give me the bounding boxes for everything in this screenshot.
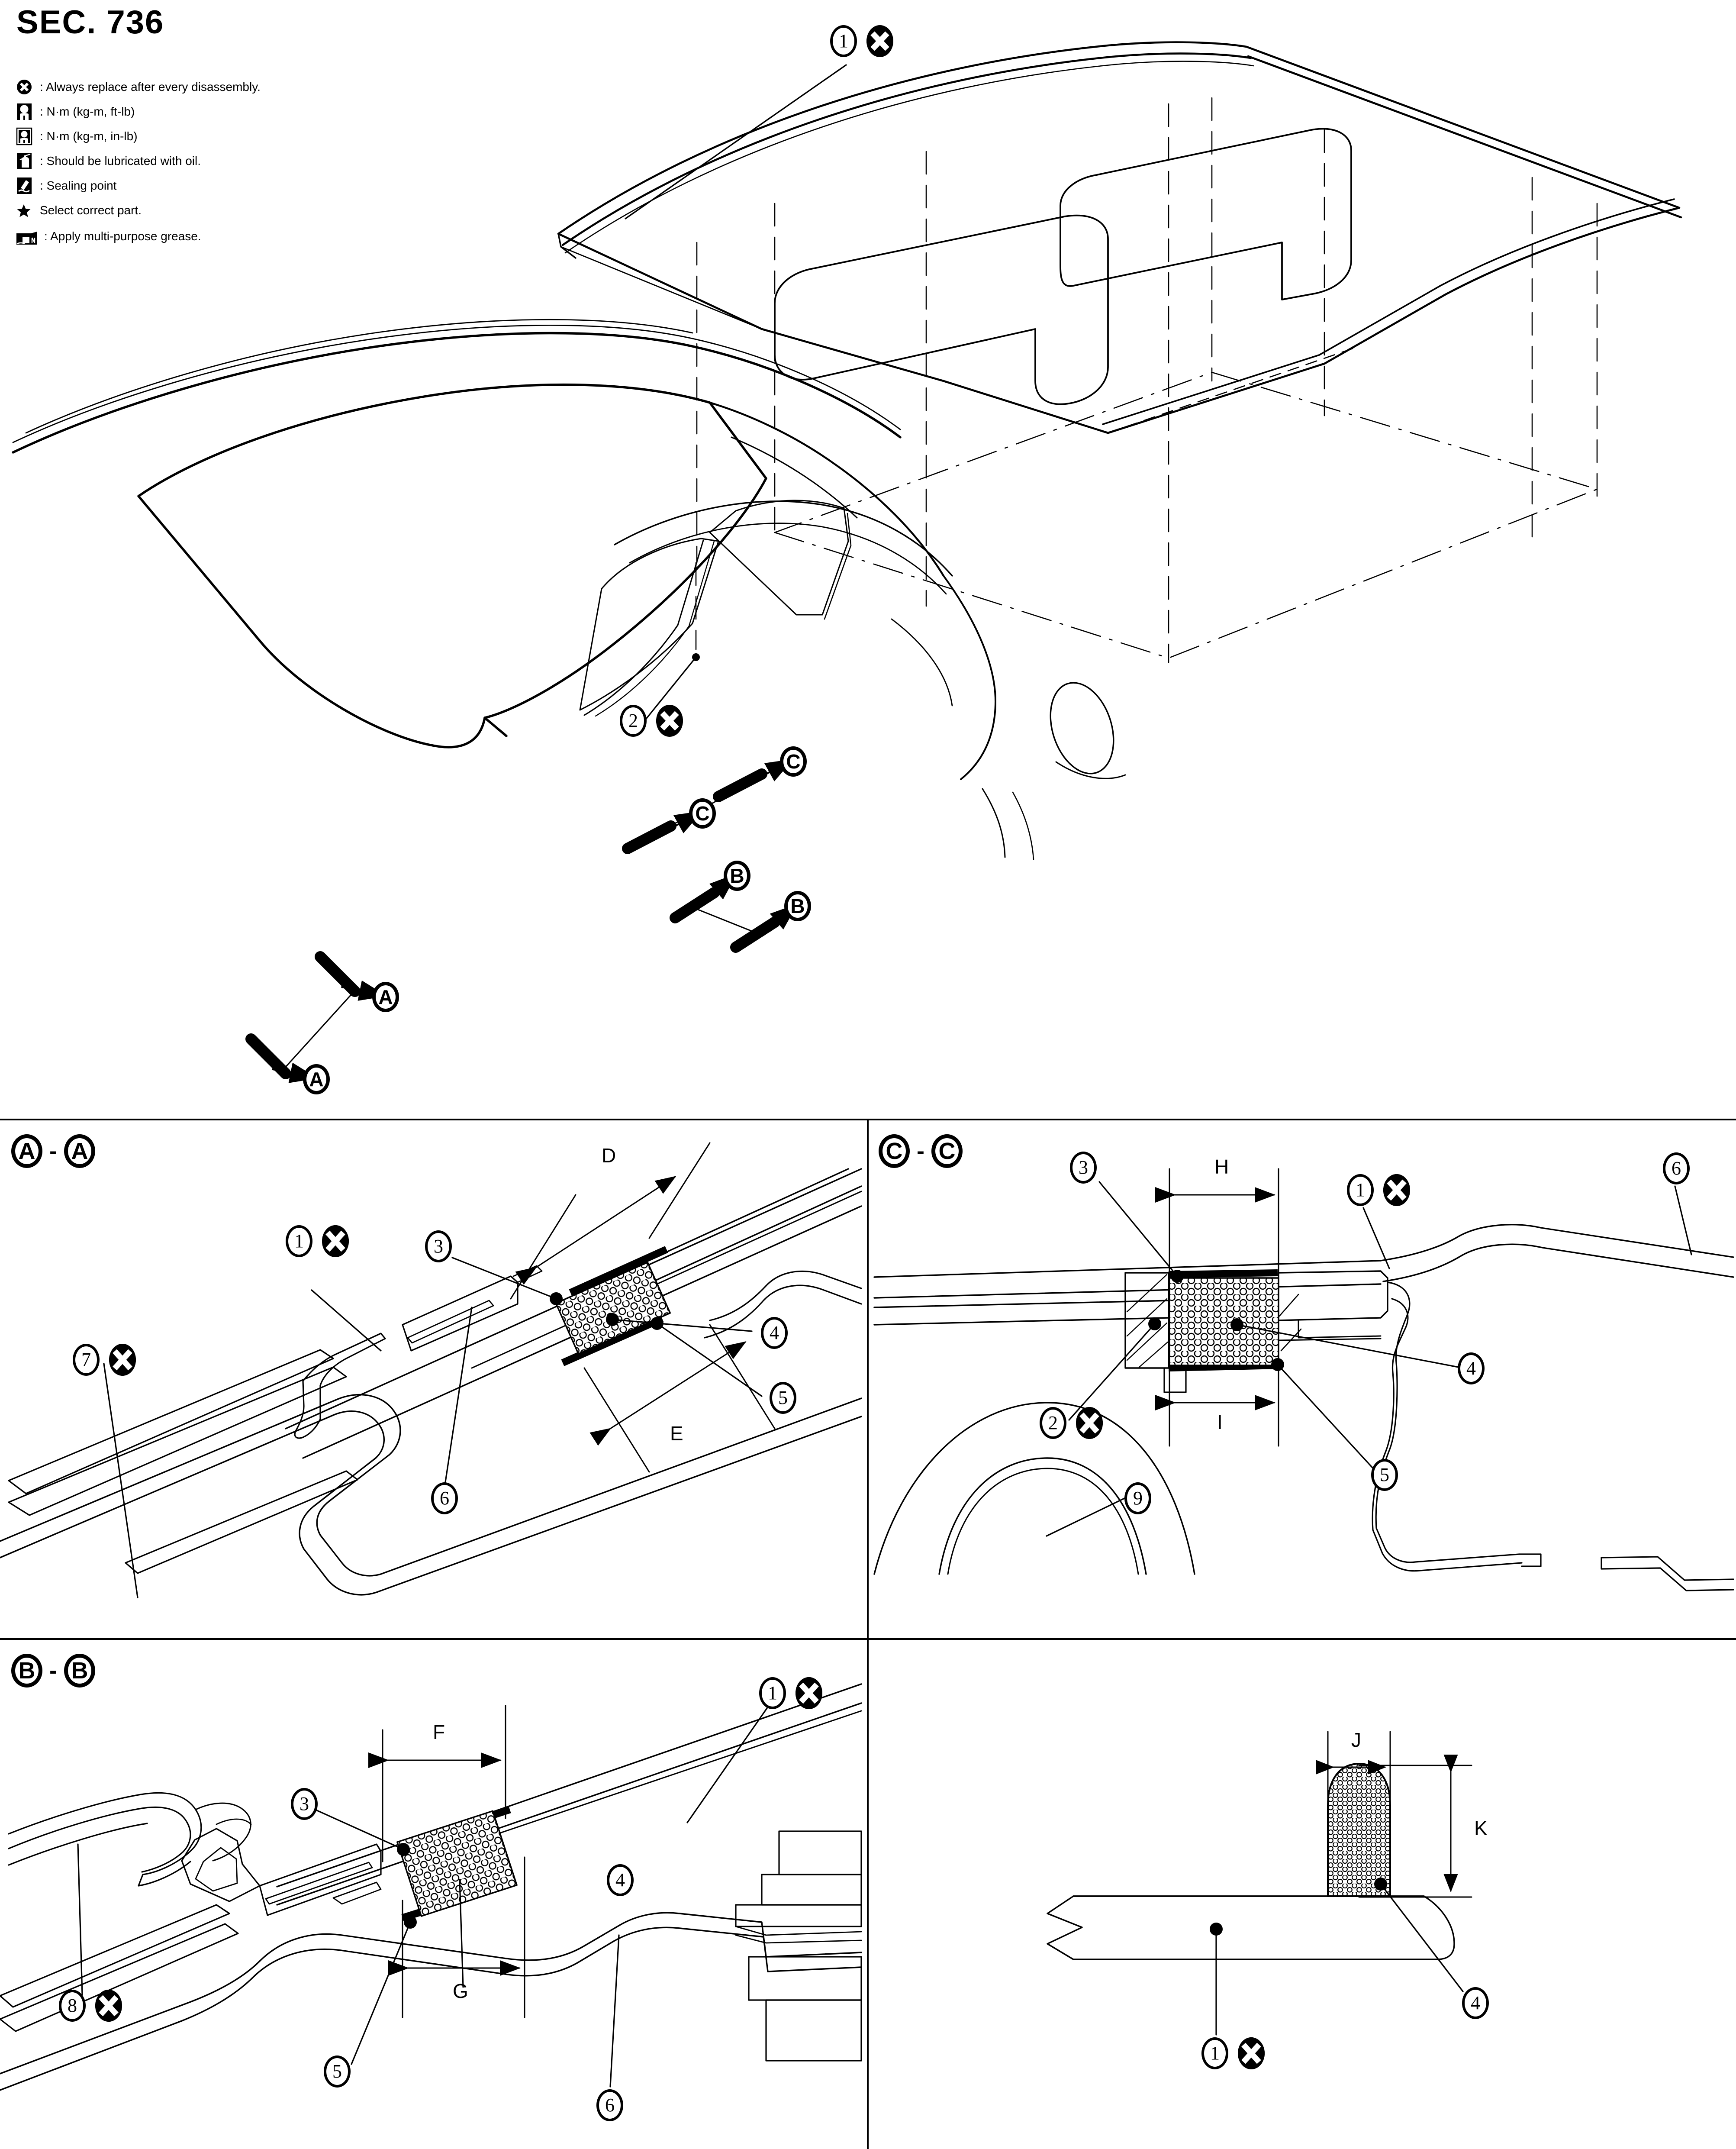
bead-detail-drawing (1047, 1731, 1472, 2036)
sealant-tube-icon (15, 176, 37, 196)
section-marker-c: C (780, 746, 807, 777)
section-c-left-letter: C (879, 1134, 910, 1168)
callout-5: 5 (1371, 1459, 1398, 1491)
legend-item-select-part: Select correct part. (15, 198, 344, 223)
callout-1: 1 (830, 25, 857, 57)
callout-1: 1 (286, 1225, 312, 1257)
callout-4: 4 (1458, 1352, 1485, 1384)
replace-x-icon (1238, 2037, 1265, 2069)
replace-x-icon (109, 1344, 136, 1376)
section-marker-c: C (689, 798, 716, 829)
section-marker-b: B (724, 861, 750, 891)
section-c-right-letter: C (931, 1134, 963, 1168)
callout-4: 4 (1462, 1987, 1489, 2019)
section-a-dash: - (49, 1138, 57, 1164)
legend-item-label: Select correct part. (40, 203, 142, 217)
section-a-heading: A - A (11, 1134, 95, 1168)
callout-1: 1 (1347, 1174, 1374, 1206)
legend-item-torque-ftlb: : N·m (kg-m, ft-lb) (15, 99, 344, 124)
section-a-right-letter: A (64, 1134, 95, 1168)
dimension-label-g: G (453, 1980, 468, 2002)
callout-2: 2 (1040, 1407, 1066, 1439)
callout-2: 2 (620, 705, 647, 737)
grease-gun-icon (15, 226, 42, 246)
section-b-right-letter: B (64, 1654, 95, 1688)
callout-3: 3 (425, 1230, 452, 1262)
section-marker-b: B (784, 891, 811, 921)
legend-item-torque-inlb: : N·m (kg-m, in-lb) (15, 124, 344, 148)
callout-9: 9 (1124, 1482, 1151, 1514)
section-marker-a: A (372, 982, 399, 1012)
legend-item-replace: : Always replace after every disassembly… (15, 74, 344, 99)
wrench-nm-inlb-icon (15, 126, 37, 146)
replace-x-icon (322, 1225, 349, 1257)
dimension-label-f: F (433, 1721, 445, 1743)
legend-item-label: : Should be lubricated with oil. (40, 154, 201, 168)
legend-item-label: : Always replace after every disassembly… (40, 80, 261, 94)
replace-x-icon (1383, 1174, 1410, 1206)
callout-1: 1 (759, 1677, 786, 1709)
replace-x-icon (656, 705, 683, 737)
callout-6: 6 (431, 1482, 458, 1514)
oil-can-icon (15, 151, 37, 171)
callout-7: 7 (73, 1344, 100, 1376)
replace-x-icon (796, 1677, 822, 1709)
legend-item-label: : Apply multi-purpose grease. (44, 229, 201, 243)
legend-item-lubricate: : Should be lubricated with oil. (15, 148, 344, 173)
dimension-label-k: K (1474, 1817, 1488, 1839)
callout-4: 4 (761, 1317, 788, 1349)
roof-panel-drawing (557, 41, 1682, 721)
vehicle-silhouette-drawing (12, 319, 1126, 1083)
legend-item-label: : Sealing point (40, 178, 117, 192)
callout-8: 8 (59, 1990, 86, 2022)
section-c-drawing (873, 1168, 1734, 1591)
replace-x-icon (15, 77, 37, 97)
page-title: SEC. 736 (16, 4, 164, 41)
section-c-heading: C - C (879, 1134, 963, 1168)
section-b-left-letter: B (11, 1654, 42, 1688)
legend-item-label: : N·m (kg-m, in-lb) (40, 129, 138, 143)
callout-3: 3 (291, 1788, 318, 1820)
section-b-heading: B - B (11, 1654, 95, 1688)
dimension-label-i: I (1217, 1411, 1223, 1433)
legend-item-grease: : Apply multi-purpose grease. (15, 223, 344, 250)
legend-item-sealing: : Sealing point (15, 173, 344, 198)
dimension-label-d: D (602, 1144, 616, 1167)
legend-item-label: : N·m (kg-m, ft-lb) (40, 104, 135, 118)
replace-x-icon (95, 1990, 122, 2022)
section-b-drawing (0, 1683, 862, 2091)
callout-3: 3 (1070, 1152, 1097, 1184)
star-icon (15, 200, 37, 220)
callout-6: 6 (596, 2089, 623, 2121)
callout-5: 5 (324, 2055, 351, 2088)
section-c-dash: - (917, 1138, 924, 1164)
callout-5: 5 (770, 1382, 796, 1414)
dimension-label-j: J (1351, 1729, 1361, 1751)
dimension-label-h: H (1214, 1155, 1229, 1178)
callout-6: 6 (1663, 1152, 1690, 1184)
section-marker-a: A (303, 1064, 330, 1094)
section-a-left-letter: A (11, 1134, 42, 1168)
callout-1: 1 (1201, 2037, 1228, 2069)
section-b-dash: - (49, 1658, 57, 1684)
callout-4: 4 (607, 1864, 634, 1896)
dimension-label-e: E (670, 1422, 683, 1445)
wrench-nm-ftlb-icon (15, 102, 37, 122)
replace-x-icon (1076, 1407, 1103, 1439)
legend-block: : Always replace after every disassembly… (15, 74, 344, 250)
replace-x-icon (866, 25, 893, 57)
